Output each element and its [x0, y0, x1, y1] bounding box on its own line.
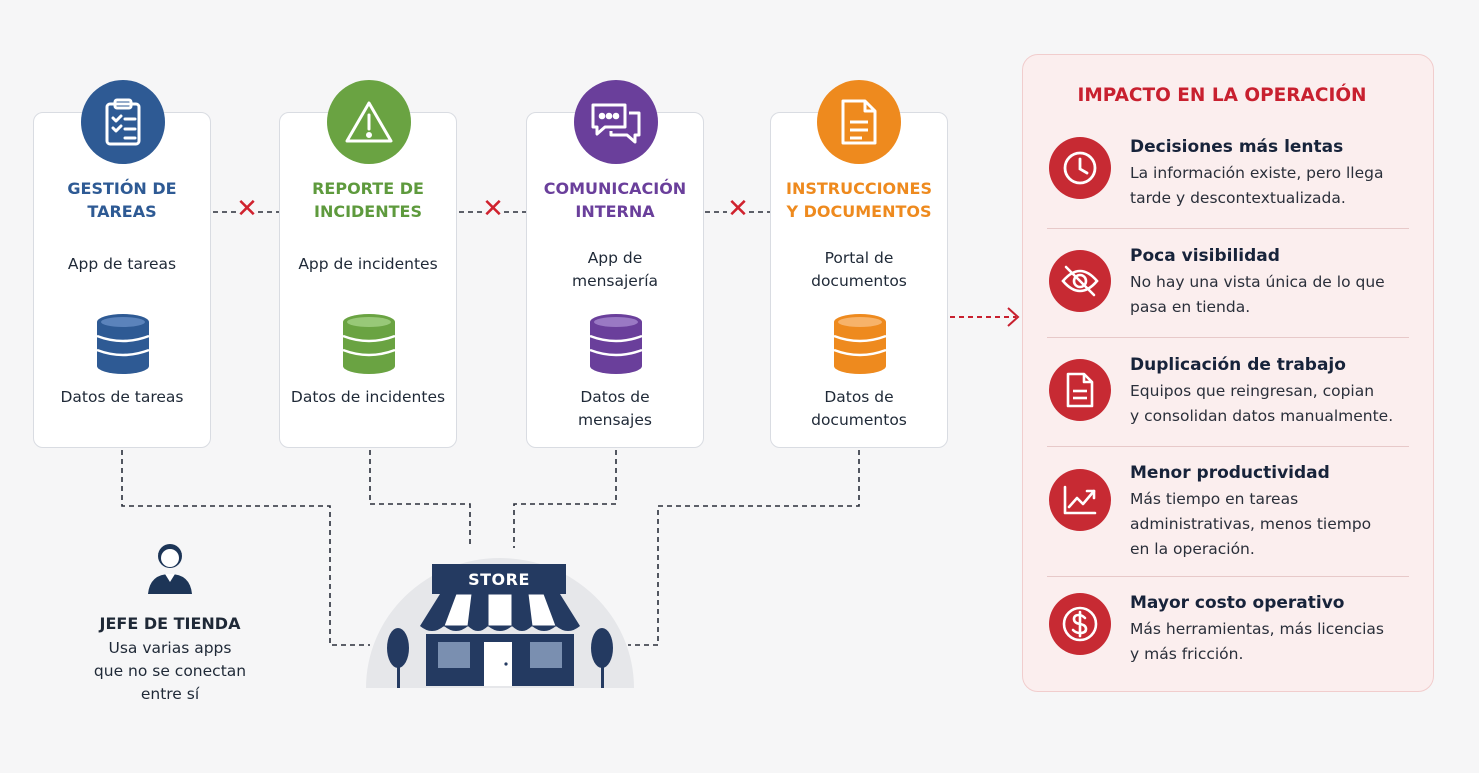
clipboard-icon: [81, 80, 165, 164]
document-icon: [817, 80, 901, 164]
database-icon: [833, 314, 887, 374]
card-app: App de incidentes: [298, 255, 438, 273]
store-illustration: STORE: [364, 530, 636, 690]
impact-panel: IMPACTO EN LA OPERACIÓN Decisiones más l…: [1022, 54, 1434, 692]
system-card-incidents: REPORTE DE INCIDENTES App de incidentes …: [279, 112, 457, 448]
impact-title: Mayor costo operativo: [1130, 593, 1345, 613]
impact-title: Menor productividad: [1130, 463, 1330, 483]
chat-bubbles-icon: [574, 80, 658, 164]
card-title: GESTIÓN DE TAREAS: [67, 179, 177, 221]
database-icon: [589, 314, 643, 374]
card-data: Datos de incidentes: [290, 388, 446, 406]
divider: [1047, 576, 1409, 577]
card-data: Datos de tareas: [60, 388, 184, 406]
card-title: COMUNICACIÓN INTERNA: [543, 179, 687, 221]
card-title: INSTRUCCIONES Y DOCUMENTOS: [786, 179, 932, 221]
system-card-tasks: GESTIÓN DE TAREAS App de tareas Datos de…: [33, 112, 211, 448]
warning-icon: [327, 80, 411, 164]
manager-description: Usa varias apps que no se conectan entre…: [93, 639, 247, 703]
card-data: Datos de documentos: [811, 388, 907, 429]
impact-description: Equipos que reingresan, copian y consoli…: [1130, 382, 1394, 425]
divider: [1047, 446, 1409, 447]
card-app: Portal de documentos: [811, 249, 907, 290]
eye-slash-icon: [1049, 250, 1111, 312]
impact-description: Más tiempo en tareas administrativas, me…: [1130, 490, 1372, 558]
store-sign: STORE: [432, 564, 566, 594]
impact-title: Duplicación de trabajo: [1130, 355, 1346, 375]
broken-link-icon: ✕: [236, 194, 258, 224]
panel-title: IMPACTO EN LA OPERACIÓN: [1077, 85, 1367, 106]
manager-title: JEFE DE TIENDA: [99, 614, 241, 633]
impact-title: Poca visibilidad: [1130, 246, 1280, 266]
divider: [1047, 228, 1409, 229]
divider: [1047, 337, 1409, 338]
broken-link-icon: ✕: [482, 194, 504, 224]
card-app: App de tareas: [67, 255, 177, 273]
clock-icon: [1049, 137, 1111, 199]
system-card-documents: INSTRUCCIONES Y DOCUMENTOS Portal de doc…: [770, 112, 948, 448]
chart-trend-icon: [1049, 469, 1111, 531]
broken-link-icon: ✕: [727, 194, 749, 224]
impact-description: No hay una vista única de lo que pasa en…: [1130, 273, 1385, 316]
impact-description: Más herramientas, más licencias y más fr…: [1130, 620, 1384, 663]
impact-description: La información existe, pero llega tarde …: [1130, 164, 1384, 207]
card-data: Datos de mensajes: [578, 388, 652, 429]
document-icon: [1049, 359, 1111, 421]
database-icon: [96, 314, 150, 374]
impact-title: Decisiones más lentas: [1130, 137, 1344, 157]
system-card-messaging: COMUNICACIÓN INTERNA App de mensajería D…: [526, 112, 704, 448]
card-title: REPORTE DE INCIDENTES: [312, 179, 424, 221]
store-manager: JEFE DE TIENDA Usa varias apps que no se…: [70, 540, 270, 706]
card-app: App de mensajería: [571, 249, 659, 290]
user-icon: [148, 544, 192, 594]
dollar-icon: [1049, 593, 1111, 655]
database-icon: [342, 314, 396, 374]
